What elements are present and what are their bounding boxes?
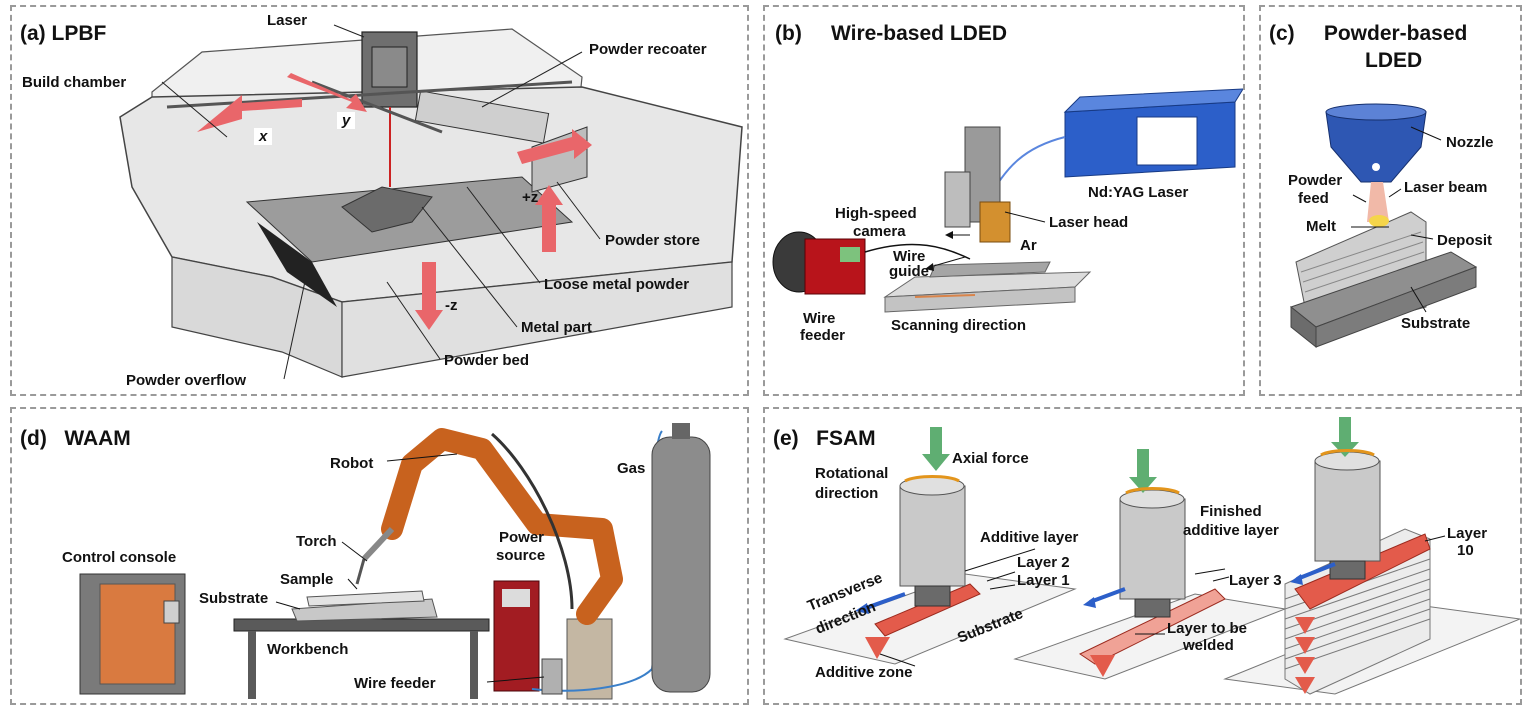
label-wire-feeder-1: Wire — [803, 310, 836, 327]
label-layer-1: Layer 1 — [1017, 572, 1070, 589]
label-robot: Robot — [330, 455, 374, 472]
label-power-source-2: source — [496, 547, 546, 564]
panel-d-title: (d) WAAM — [20, 427, 131, 450]
lpbf-machine-illustration — [119, 24, 743, 380]
wire-lded-illustration — [772, 88, 1243, 313]
label-power-source-1: Power — [499, 529, 545, 546]
label-x-axis: x — [254, 128, 273, 145]
label-high-speed-camera-1: High-speed — [835, 205, 917, 222]
panel-c-title-2: LDED — [1365, 49, 1423, 72]
label-laser-beam: Laser beam — [1404, 179, 1488, 196]
label-powder-overflow: Powder overflow — [126, 372, 247, 389]
label-additive-zone: Additive zone — [815, 664, 913, 681]
panel-powder-lded: (c) Powder-based LDED Nozzle Powder feed… — [1259, 5, 1522, 396]
label-powder-bed: Powder bed — [444, 352, 530, 369]
label-wire-feeder-2: feeder — [800, 327, 846, 344]
label-deposit: Deposit — [1437, 232, 1493, 249]
label-wire-guide-2: guide — [889, 263, 929, 280]
label-layer-3: Layer 3 — [1229, 572, 1282, 589]
label-gas: Gas — [617, 460, 646, 477]
label-sample: Sample — [280, 571, 334, 588]
label-nozzle: Nozzle — [1446, 134, 1494, 151]
label-build-chamber: Build chamber — [22, 74, 127, 91]
panel-fsam: (e) FSAM Axial force Rotational directio… — [763, 407, 1522, 705]
label-additive-layer: Additive layer — [980, 529, 1079, 546]
label-laser: Laser — [267, 12, 308, 29]
label-melt: Melt — [1306, 218, 1336, 235]
label-layer-to-be-welded-1: Layer to be — [1167, 620, 1248, 637]
label-workbench: Workbench — [267, 641, 349, 658]
label-axial-force: Axial force — [952, 450, 1029, 467]
label-y-axis: y — [337, 112, 356, 129]
powder-lded-illustration — [1289, 103, 1478, 349]
panel-waam: (d) WAAM Robot Gas Control console Torch… — [10, 407, 749, 705]
label-layer-10-2: 10 — [1457, 542, 1474, 559]
panel-a-title: (a) LPBF — [20, 22, 107, 45]
label-finished-additive-layer-2: additive layer — [1183, 522, 1279, 539]
label-control-console: Control console — [62, 549, 177, 566]
label-substrate-d: Substrate — [199, 590, 269, 607]
label-ar: Ar — [1020, 237, 1037, 254]
label-minus-z: -z — [445, 297, 458, 314]
panel-wire-lded: (b) Wire-based LDED Nd:YAG Laser High-sp… — [763, 5, 1245, 396]
label-powder-feed-2: feed — [1298, 190, 1329, 207]
label-rotational-direction-1: Rotational — [815, 465, 889, 482]
label-nd-yag-laser: Nd:YAG Laser — [1088, 184, 1189, 201]
label-layer-10-1: Layer — [1447, 525, 1488, 542]
panel-lpbf: (a) LPBF Laser Powder recoater Build cha… — [10, 5, 749, 396]
label-loose-metal-powder: Loose metal powder — [544, 276, 690, 293]
label-substrate-c: Substrate — [1401, 315, 1471, 332]
label-powder-feed-1: Powder — [1288, 172, 1343, 189]
label-high-speed-camera-2: camera — [853, 223, 906, 240]
panel-b-title: (b) Wire-based LDED — [775, 22, 1007, 45]
label-layer-to-be-welded-2: welded — [1183, 637, 1234, 654]
label-rotational-direction-2: direction — [815, 485, 879, 502]
panel-e-title: (e) FSAM — [773, 427, 876, 450]
label-wire-guide-1: Wire — [893, 248, 926, 265]
label-metal-part: Metal part — [521, 319, 592, 336]
label-powder-recoater: Powder recoater — [589, 41, 707, 58]
panel-c-title-1: (c) Powder-based — [1269, 22, 1468, 45]
label-layer-2: Layer 2 — [1017, 554, 1070, 571]
label-wire-feeder-d: Wire feeder — [354, 675, 436, 692]
label-plus-z: +z — [522, 189, 539, 206]
waam-illustration — [79, 423, 711, 700]
label-scanning-direction: Scanning direction — [891, 317, 1027, 334]
label-powder-store: Powder store — [605, 232, 701, 249]
label-finished-additive-layer-1: Finished — [1200, 503, 1262, 520]
fsam-illustration — [783, 417, 1520, 695]
label-torch: Torch — [296, 533, 337, 550]
label-laser-head: Laser head — [1049, 214, 1129, 231]
